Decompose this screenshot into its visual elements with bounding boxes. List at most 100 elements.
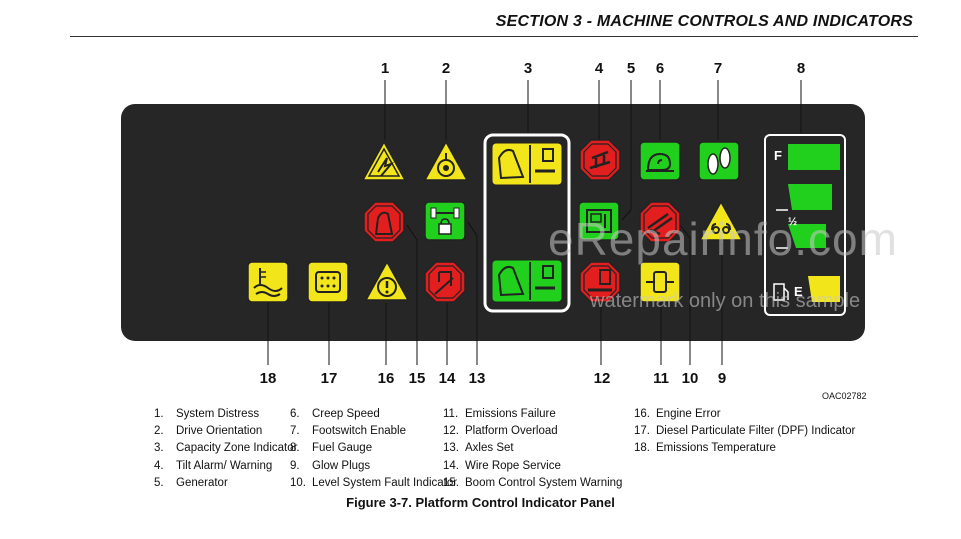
legend-number: 10. [290,476,306,489]
legend-number: 3. [154,442,164,455]
engine-error-icon [364,260,410,301]
callout-12: 12 [593,370,611,387]
legend-text: Creep Speed [312,408,380,420]
legend-number: 7. [290,425,300,438]
legend-number: 2. [154,425,164,438]
legend-column-4: 16. Engine Error 17. Diesel Particulate Fi… [634,406,855,458]
callout-5: 5 [626,60,636,77]
header-rule [70,36,918,37]
legend-text: Footswitch Enable [312,425,406,438]
legend-number: 12. [443,425,459,438]
callout-16: 16 [377,370,395,387]
legend-item: 4. Tilt Alarm/ Warning [154,458,297,475]
legend-item: 17. Diesel Particulate Filter (DPF) Indic… [634,423,855,440]
legend-item: 16. Engine Error [634,406,855,423]
legend-number: 17. [634,425,650,438]
callout-3: 3 [523,60,533,77]
legend-number: 16. [634,408,650,420]
legend-item: 14. Wire Rope Service [443,458,622,475]
legend-item: 15. Boom Control System Warning [443,475,622,492]
emissions-temperature-icon [247,261,289,303]
legend-number: 14. [443,459,459,472]
legend-text: Wire Rope Service [465,459,561,472]
fuel-pump-icon [773,283,785,301]
emissions-failure-icon [639,261,681,303]
creep-speed-icon [639,141,681,181]
legend-number: 8. [290,442,300,455]
legend-text: Drive Orientation [176,425,263,438]
callout-2: 2 [441,60,451,77]
legend-item: 13. Axles Set [443,440,622,457]
generator-icon [578,201,620,241]
callout-7: 7 [713,60,723,77]
callout-6: 6 [655,60,665,77]
legend-number: 9. [290,459,300,472]
figure-caption: Figure 3-7. Platform Control Indicator P… [346,495,615,510]
dpf-indicator-icon [307,261,349,303]
callout-13: 13 [468,370,486,387]
legend-text: Level System Fault Indicator [312,476,458,489]
legend-item: 6. Creep Speed [290,406,457,423]
legend-item: 2. Drive Orientation [154,423,297,440]
legend-number: 18. [634,442,650,455]
callout-10: 10 [681,370,699,387]
legend-column-2: 6. Creep Speed 7. Footswitch Enable 8. Fuel… [290,406,457,492]
legend-text: Boom Control System Warning [465,476,623,489]
legend-text: Fuel Gauge [312,442,373,455]
legend-text: Generator [176,476,228,489]
callout-9: 9 [717,370,727,387]
legend-number: 11. [443,408,459,420]
legend-item: 8. Fuel Gauge [290,440,457,457]
system-distress-icon [361,140,407,181]
indicator-panel [121,104,865,341]
callout-8: 8 [796,60,806,77]
callout-1: 1 [380,60,390,77]
section-title: SECTION 3 - MACHINE CONTROLS AND INDICAT… [495,13,913,30]
legend-item: 9. Glow Plugs [290,458,457,475]
legend-item: 18. Emissions Temperature [634,440,855,457]
legend-item: 5. Generator [154,475,297,492]
legend-number: 1. [154,408,164,420]
legend-item: 12. Platform Overload [443,423,622,440]
fuel-bar-full [788,144,840,170]
legend-text: System Distress [176,408,260,420]
legend-text: Platform Overload [465,425,558,438]
legend-item: 7. Footswitch Enable [290,423,457,440]
legend-number: 13. [443,442,459,455]
fuel-empty-label: E [794,284,803,299]
legend-item: 1. System Distress [154,406,297,423]
fuel-bar-high [788,184,832,210]
legend-text: Glow Plugs [312,459,371,472]
legend-number: 15. [443,476,459,489]
callout-18: 18 [259,370,277,387]
legend-number: 5. [154,476,164,489]
callout-15: 15 [408,370,426,387]
legend-text: Axles Set [465,442,514,455]
legend-text: Diesel Particulate Filter (DPF) Indicato… [656,425,856,438]
level-system-fault-icon [639,201,681,243]
callout-17: 17 [320,370,338,387]
footswitch-enable-icon [698,141,740,181]
legend-text: Engine Error [656,408,721,420]
legend-item: 11. Emissions Failure [443,406,622,423]
fuel-full-label: F [774,148,782,163]
watermark-sub: watermark only on this sample [590,290,861,312]
legend-column-3: 11. Emissions Failure 12. Platform Overloa… [443,406,622,492]
figure-code: OAC02782 [822,391,867,401]
platform-overload-icon [579,261,621,303]
legend-text: Emissions Temperature [656,442,776,455]
fuel-bar-mid [788,224,826,248]
callout-11: 11 [653,370,669,387]
legend-text: Tilt Alarm/ Warning [176,459,273,472]
legend-text: Emissions Failure [465,408,556,420]
legend-number: 6. [290,408,300,420]
fuel-gauge: F ½ E [764,134,846,316]
capacity-zone-indicator [483,133,571,313]
wire-rope-service-icon [424,261,466,303]
axles-set-icon [424,201,466,241]
callout-4: 4 [594,60,604,77]
legend-column-1: 1. System Distress 2. Drive Orientation 3.… [154,406,297,492]
legend-number: 4. [154,459,164,472]
drive-orientation-icon [423,140,469,181]
